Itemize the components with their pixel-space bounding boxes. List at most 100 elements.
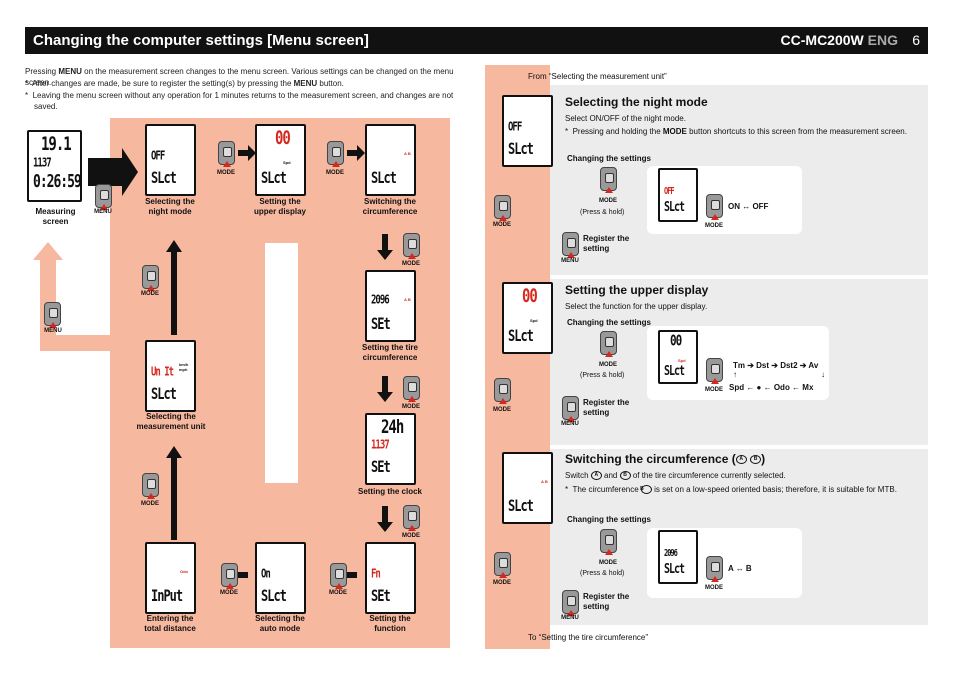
device-small: 2096 SLct <box>658 530 698 584</box>
mode-button[interactable] <box>600 331 617 357</box>
device-total-distance: Odo InPut <box>145 542 196 614</box>
register-label: Register the setting <box>583 234 630 253</box>
cycle-text: ON ↔ OFF <box>728 202 769 211</box>
section-circ-title: Switching the circumference (A B) <box>565 452 766 466</box>
intro-line: Pressing MENU on the measurement screen … <box>25 67 454 87</box>
mode-label: MODE <box>220 590 238 596</box>
menu-button[interactable] <box>44 302 61 328</box>
mode-label: MODE <box>402 404 420 410</box>
device-upper-display: 00 Spd SLct <box>255 124 306 196</box>
mode-label: MODE <box>493 580 511 586</box>
mode-button[interactable] <box>330 563 347 589</box>
menu-label: MENU <box>94 209 112 215</box>
caption-unit: Selecting the measurement unit <box>136 412 206 431</box>
device-measuring: 19.1 1137 0:26:59 <box>27 130 82 202</box>
mode-button[interactable] <box>403 376 420 402</box>
changing-label: Changing the settings <box>567 515 651 524</box>
page-title: Changing the computer settings [Menu scr… <box>33 32 369 49</box>
menu-button[interactable] <box>95 184 112 210</box>
menu-button[interactable] <box>562 396 579 422</box>
press-hold: (Press & hold) <box>580 209 625 216</box>
mode-label: MODE <box>402 261 420 267</box>
intro-bullet-1: * After changes are made, be sure to reg… <box>25 79 344 88</box>
device-upper-display: 00 Spd SLct <box>502 282 553 354</box>
mode-button[interactable] <box>494 552 511 578</box>
to-text: To “Setting the tire circumference” <box>528 633 649 642</box>
from-text: From “Selecting the measurement unit” <box>528 72 667 81</box>
mode-label: MODE <box>599 362 617 368</box>
model-name: CC-MC200W ENG <box>780 32 898 48</box>
register-label: Register the setting <box>583 592 630 611</box>
changing-label: Changing the settings <box>567 154 651 163</box>
section-night-note: * Pressing and holding the MODE button s… <box>565 127 907 136</box>
cycle-row-1: Tm ➔ Dst ➔ Dst2 ➔ Av <box>733 361 819 370</box>
register-label: Register the setting <box>583 398 630 417</box>
mode-button[interactable] <box>403 233 420 259</box>
mode-button[interactable] <box>600 167 617 193</box>
intro-bullet-2: * Leaving the menu screen without any op… <box>25 91 454 111</box>
caption-measuring: Measuring screen <box>35 207 76 226</box>
menu-button[interactable] <box>562 590 579 616</box>
mode-button[interactable] <box>494 195 511 221</box>
mode-label: MODE <box>493 407 511 413</box>
press-hold: (Press & hold) <box>580 372 625 379</box>
mode-button[interactable] <box>600 529 617 555</box>
device-tire: 2096 A B SEt <box>365 270 416 342</box>
divider <box>550 445 928 449</box>
section-night-desc: Select ON/OFF of the night mode. <box>565 114 686 123</box>
from-band <box>550 65 928 85</box>
mode-label: MODE <box>599 560 617 566</box>
device-night-mode: OFF SLct <box>502 95 553 167</box>
to-band <box>550 625 928 649</box>
mode-button[interactable] <box>403 505 420 531</box>
mode-button[interactable] <box>327 141 344 167</box>
page-header: Changing the computer settings [Menu scr… <box>25 27 928 54</box>
mode-button[interactable] <box>706 194 723 220</box>
device-small: OFF SLct <box>658 168 698 222</box>
mode-button[interactable] <box>706 556 723 582</box>
lang-label: ENG <box>867 32 898 48</box>
mode-button[interactable] <box>218 141 235 167</box>
mode-label: MODE <box>329 590 347 596</box>
section-circ-note: * The circumference B is set on a low-sp… <box>565 485 897 495</box>
mode-label: MODE <box>217 170 235 176</box>
device-auto-mode: On SLct <box>255 542 306 614</box>
mode-label: MODE <box>326 170 344 176</box>
mode-label: MODE <box>402 533 420 539</box>
section-upper-title: Setting the upper display <box>565 283 709 297</box>
mode-button[interactable] <box>142 265 159 291</box>
page-number: 6 <box>912 32 920 48</box>
blank-area <box>265 243 298 483</box>
mode-button[interactable] <box>221 563 238 589</box>
mode-label: MODE <box>599 198 617 204</box>
mode-button[interactable] <box>494 378 511 404</box>
mode-label: MODE <box>705 585 723 591</box>
mode-label: MODE <box>141 501 159 507</box>
device-night-mode: OFF SLct <box>145 124 196 196</box>
menu-label: MENU <box>561 258 579 264</box>
cycle-row-2: Spd ← ● ← Odo ← Mx <box>729 383 814 392</box>
mode-label: MODE <box>705 223 723 229</box>
menu-label: MENU <box>561 421 579 427</box>
caption-upper: Setting the upper display <box>253 197 306 216</box>
section-night-title: Selecting the night mode <box>565 95 708 109</box>
caption-tire: Setting the tire circumference <box>361 343 418 362</box>
divider <box>550 275 928 279</box>
caption-circ: Switching the circumference <box>362 197 418 216</box>
caption-function: Setting the function <box>369 614 411 633</box>
device-circumference: A B SLct <box>365 124 416 196</box>
device-circumference: A B SLct <box>502 452 553 524</box>
changing-label: Changing the settings <box>567 318 651 327</box>
mode-button[interactable] <box>706 358 723 384</box>
device-small: 00 Spd SLct <box>658 330 698 384</box>
press-hold: (Press & hold) <box>580 570 625 577</box>
cycle-row-mid: ↑↓ <box>733 370 825 379</box>
section-circ-desc: Switch A and B of the tire circumference… <box>565 471 786 481</box>
device-clock: 24h 1137 SEt <box>365 413 416 485</box>
mode-button[interactable] <box>142 473 159 499</box>
menu-label: MENU <box>44 328 62 334</box>
cycle-text: A ↔ B <box>728 564 752 573</box>
mode-label: MODE <box>705 387 723 393</box>
caption-night: Selecting the night mode <box>145 197 195 216</box>
menu-button[interactable] <box>562 232 579 258</box>
